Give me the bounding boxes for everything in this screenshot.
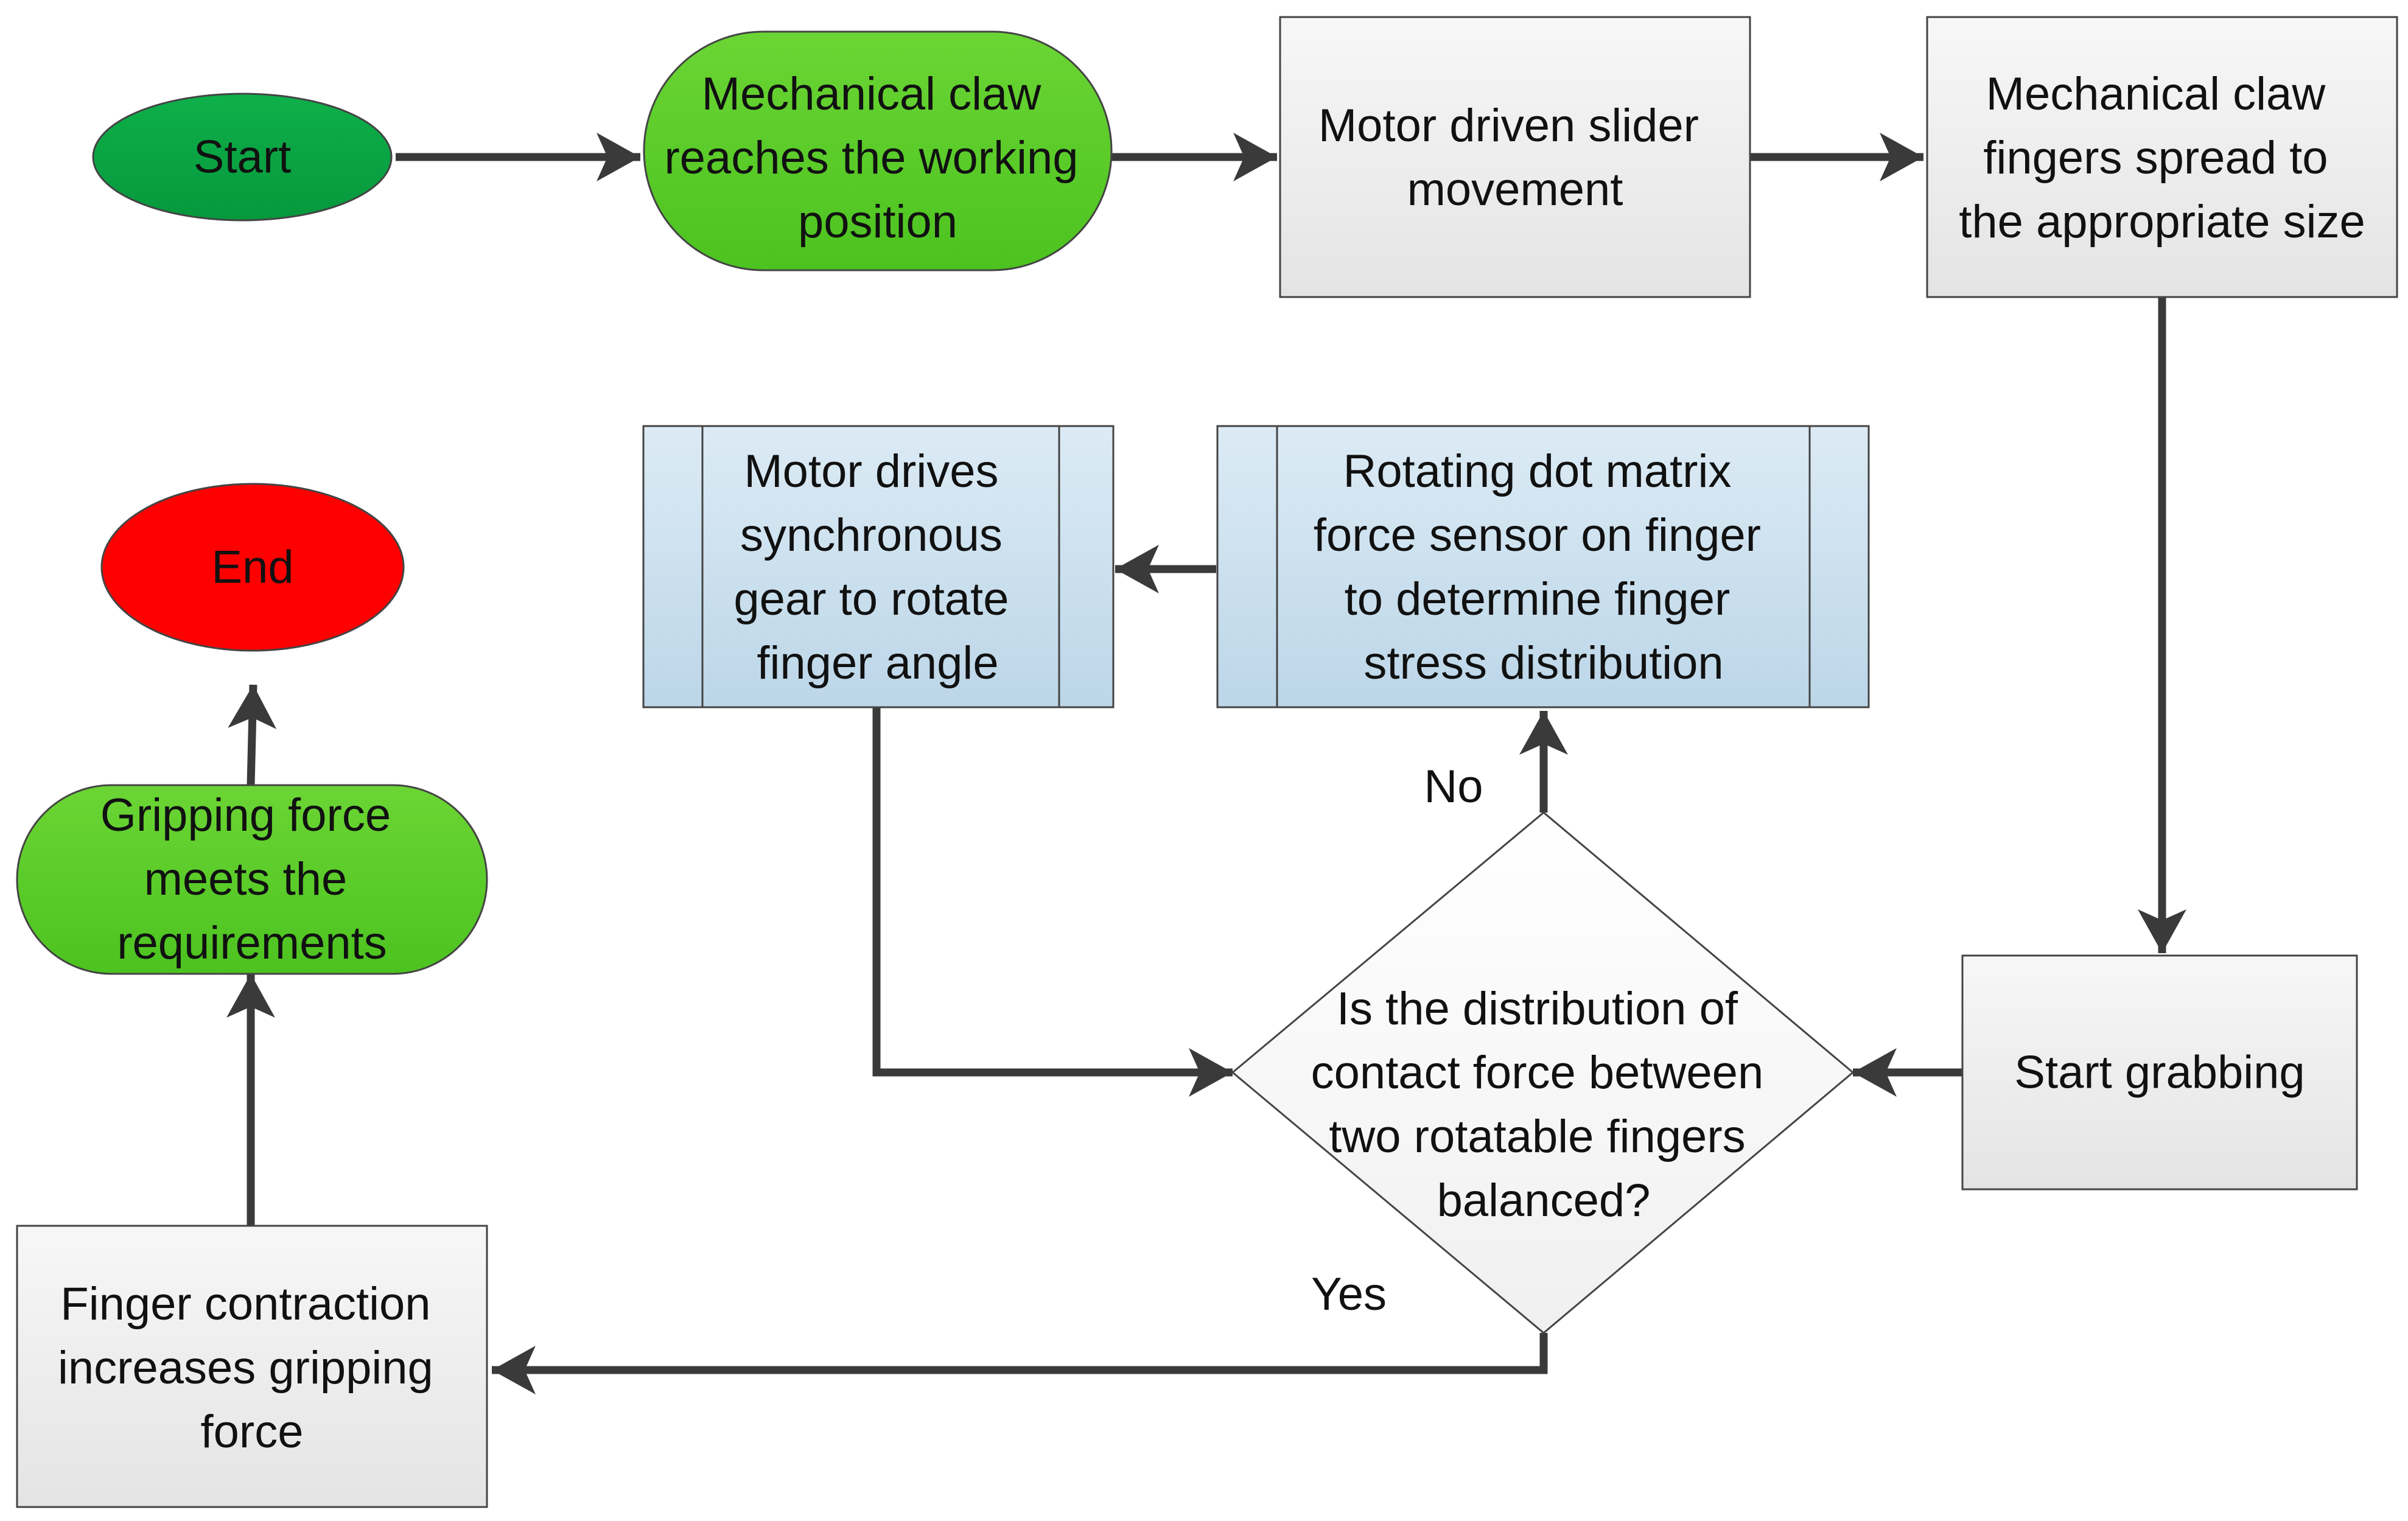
fingers-spread-node: Mechanical claw fingers spread to the ap…	[1926, 16, 2398, 298]
force-meets-node: Gripping force meets the requirements	[16, 784, 488, 975]
end-shape	[100, 483, 405, 652]
yes-edge-label: Yes	[1311, 1268, 1387, 1320]
end-node: End	[100, 483, 405, 652]
balance-decision-node: Is the distribution of contact force bet…	[1231, 811, 1855, 1334]
rotate-finger-line-2: synchronous	[740, 509, 1003, 561]
reaches-position-line-3: position	[798, 196, 957, 248]
rotate-finger-label: Motor drives synchronous gear to rotate …	[733, 446, 1021, 689]
rotate-finger-line-4: finger angle	[757, 637, 998, 689]
connector-decision-to-contraction	[492, 1333, 1548, 1394]
balance-decision-line-2: contact force between	[1311, 1047, 1764, 1099]
finger-contraction-shape	[16, 1225, 488, 1508]
rotate-finger-node: Motor drives synchronous gear to rotate …	[642, 425, 1115, 708]
reaches-position-label: Mechanical claw reaches the working posi…	[664, 68, 1091, 248]
start-label: Start	[194, 131, 292, 183]
slider-movement-line-2: movement	[1407, 164, 1623, 215]
finger-contraction-line-1: Finger contraction	[60, 1278, 430, 1330]
force-sensor-shape	[1216, 425, 1870, 708]
start-node: Start	[92, 93, 393, 222]
force-sensor-line-3: to determine finger	[1345, 573, 1731, 625]
rotate-finger-shape	[642, 425, 1115, 708]
fingers-spread-line-2: fingers spread to	[1983, 132, 2328, 184]
reaches-position-node: Mechanical claw reaches the working posi…	[643, 30, 1113, 271]
reaches-position-line-1: Mechanical claw	[702, 68, 1042, 120]
start-grabbing-label: Start grabbing	[2014, 1047, 2305, 1099]
force-sensor-node: Rotating dot matrix force sensor on fing…	[1216, 425, 1870, 708]
no-edge-label: No	[1424, 761, 1483, 813]
balance-decision-shape	[1231, 811, 1855, 1334]
reaches-position-shape	[643, 30, 1113, 271]
force-meets-label: Gripping force meets the requirements	[100, 789, 404, 969]
balance-decision-label: Is the distribution of contact force bet…	[1311, 983, 1777, 1226]
finger-contraction-line-2: increases gripping	[58, 1342, 433, 1394]
slider-movement-label: Motor driven slider movement	[1318, 100, 1712, 215]
fingers-spread-line-1: Mechanical claw	[1986, 68, 2326, 120]
force-sensor-line-1: Rotating dot matrix	[1343, 446, 1732, 497]
force-sensor-line-4: stress distribution	[1363, 637, 1723, 689]
slider-movement-node: Motor driven slider movement	[1279, 16, 1751, 298]
connector-rotate-to-decision	[872, 707, 1233, 1097]
fingers-spread-line-3: the appropriate size	[1959, 196, 2365, 248]
slider-movement-shape	[1279, 16, 1751, 298]
finger-contraction-label: Finger contraction increases gripping fo…	[58, 1278, 446, 1458]
connector-meets-to-end	[228, 684, 277, 786]
start-shape	[92, 93, 393, 222]
end-label: End	[211, 542, 293, 593]
force-meets-shape	[16, 784, 488, 975]
balance-decision-line-1: Is the distribution of	[1337, 983, 1738, 1035]
force-meets-line-2: meets the	[144, 853, 348, 905]
balance-decision-line-4: balanced?	[1437, 1175, 1651, 1226]
reaches-position-line-2: reaches the working	[664, 132, 1078, 184]
fingers-spread-label: Mechanical claw fingers spread to the ap…	[1959, 68, 2365, 248]
rotate-finger-line-3: gear to rotate	[733, 573, 1009, 625]
force-meets-line-1: Gripping force	[100, 789, 391, 841]
force-sensor-line-2: force sensor on finger	[1314, 509, 1761, 561]
force-sensor-label: Rotating dot matrix force sensor on fing…	[1314, 446, 1774, 689]
slider-movement-line-1: Motor driven slider	[1318, 100, 1699, 152]
force-meets-line-3: requirements	[117, 917, 387, 969]
connectors	[226, 133, 2186, 1394]
start-grabbing-shape	[1961, 954, 2358, 1191]
finger-contraction-node: Finger contraction increases gripping fo…	[16, 1225, 488, 1508]
start-grabbing-node: Start grabbing	[1961, 954, 2358, 1191]
fingers-spread-shape	[1926, 16, 2398, 298]
rotate-finger-line-1: Motor drives	[744, 446, 998, 497]
finger-contraction-line-3: force	[201, 1406, 304, 1458]
balance-decision-line-3: two rotatable fingers	[1329, 1111, 1745, 1163]
